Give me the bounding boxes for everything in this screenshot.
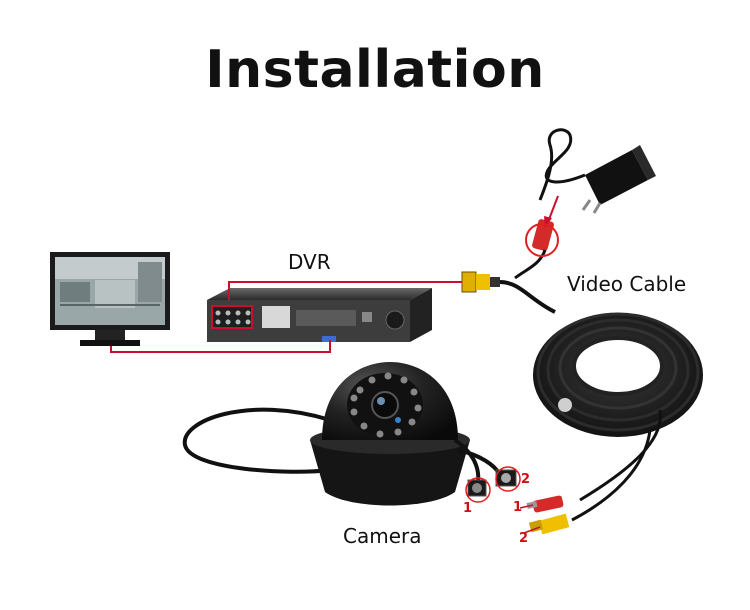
dvr-label: DVR [288,250,331,274]
cable-dc-connector-icon [526,495,564,513]
marker-line-2 [523,526,541,534]
monitor-icon [50,252,170,346]
camera-port-1-highlight [465,477,491,503]
cable-tail-dc [579,409,662,502]
bnc-connector-icon [461,271,500,293]
video-cable-label: Video Cable [567,272,687,296]
page-title: Installation [205,40,545,100]
cable-end-2-number: 2 [519,531,529,546]
cable-tail-bnc [571,429,652,522]
monitor-to-dvr-line [110,340,331,353]
marker-line-1 [519,504,534,509]
camera-port-2-number: 2 [521,472,531,487]
cable-end-1-number: 1 [513,500,523,515]
dc-plug-highlight [525,223,559,257]
dvr-icon [207,288,432,342]
connection-lines [110,281,470,353]
camera-label: Camera [343,524,422,548]
cable-coil-icon [533,312,703,437]
camera-port-1-number: 1 [463,501,473,516]
camera-port-2-highlight [495,466,521,492]
dome-camera-icon [182,362,517,506]
cable-bnc-connector-icon [528,513,570,535]
power-adapter-icon [514,128,656,280]
video-cable-line [499,280,556,314]
dvr-to-video-cable-line [228,281,470,300]
